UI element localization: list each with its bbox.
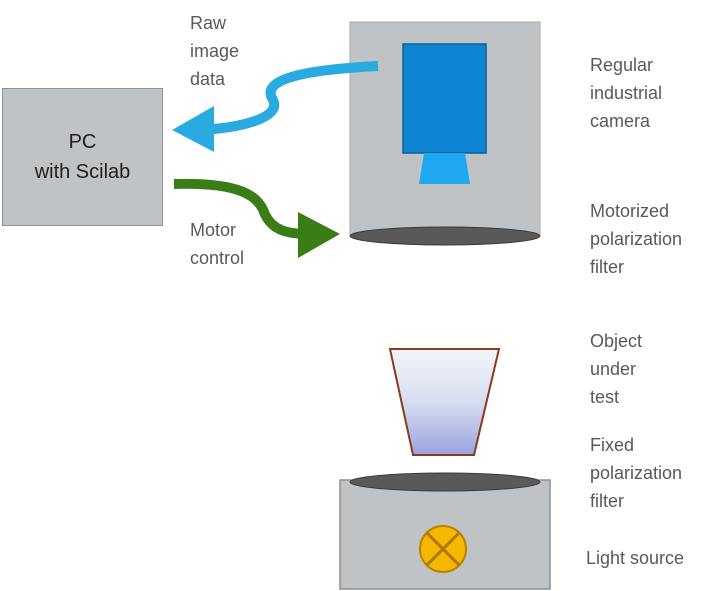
pc-label: PC	[68, 131, 97, 153]
motorized-filter	[349, 226, 541, 246]
light-source-label: Light source	[586, 548, 685, 568]
lamp-cross-icon	[419, 525, 467, 573]
object-under-test	[388, 348, 501, 456]
camera-body	[402, 43, 487, 154]
motor-control-arrow	[173, 178, 340, 258]
motorized-filter-label: Motorized polarization filter	[590, 201, 683, 277]
fixed-filter	[349, 472, 541, 492]
motor-control-label: Motor control	[190, 220, 245, 268]
pc-sublabel: with Scilab	[34, 161, 131, 183]
camera-label: Regular industrial camera	[590, 55, 663, 131]
raw-data-label: Raw image data	[190, 13, 240, 89]
fixed-filter-label: Fixed polarization filter	[590, 435, 683, 511]
raw-data-arrow	[172, 61, 379, 152]
camera-lens	[419, 153, 470, 184]
pc-box: PC with Scilab	[2, 88, 163, 226]
object-label: Object under test	[590, 331, 643, 407]
